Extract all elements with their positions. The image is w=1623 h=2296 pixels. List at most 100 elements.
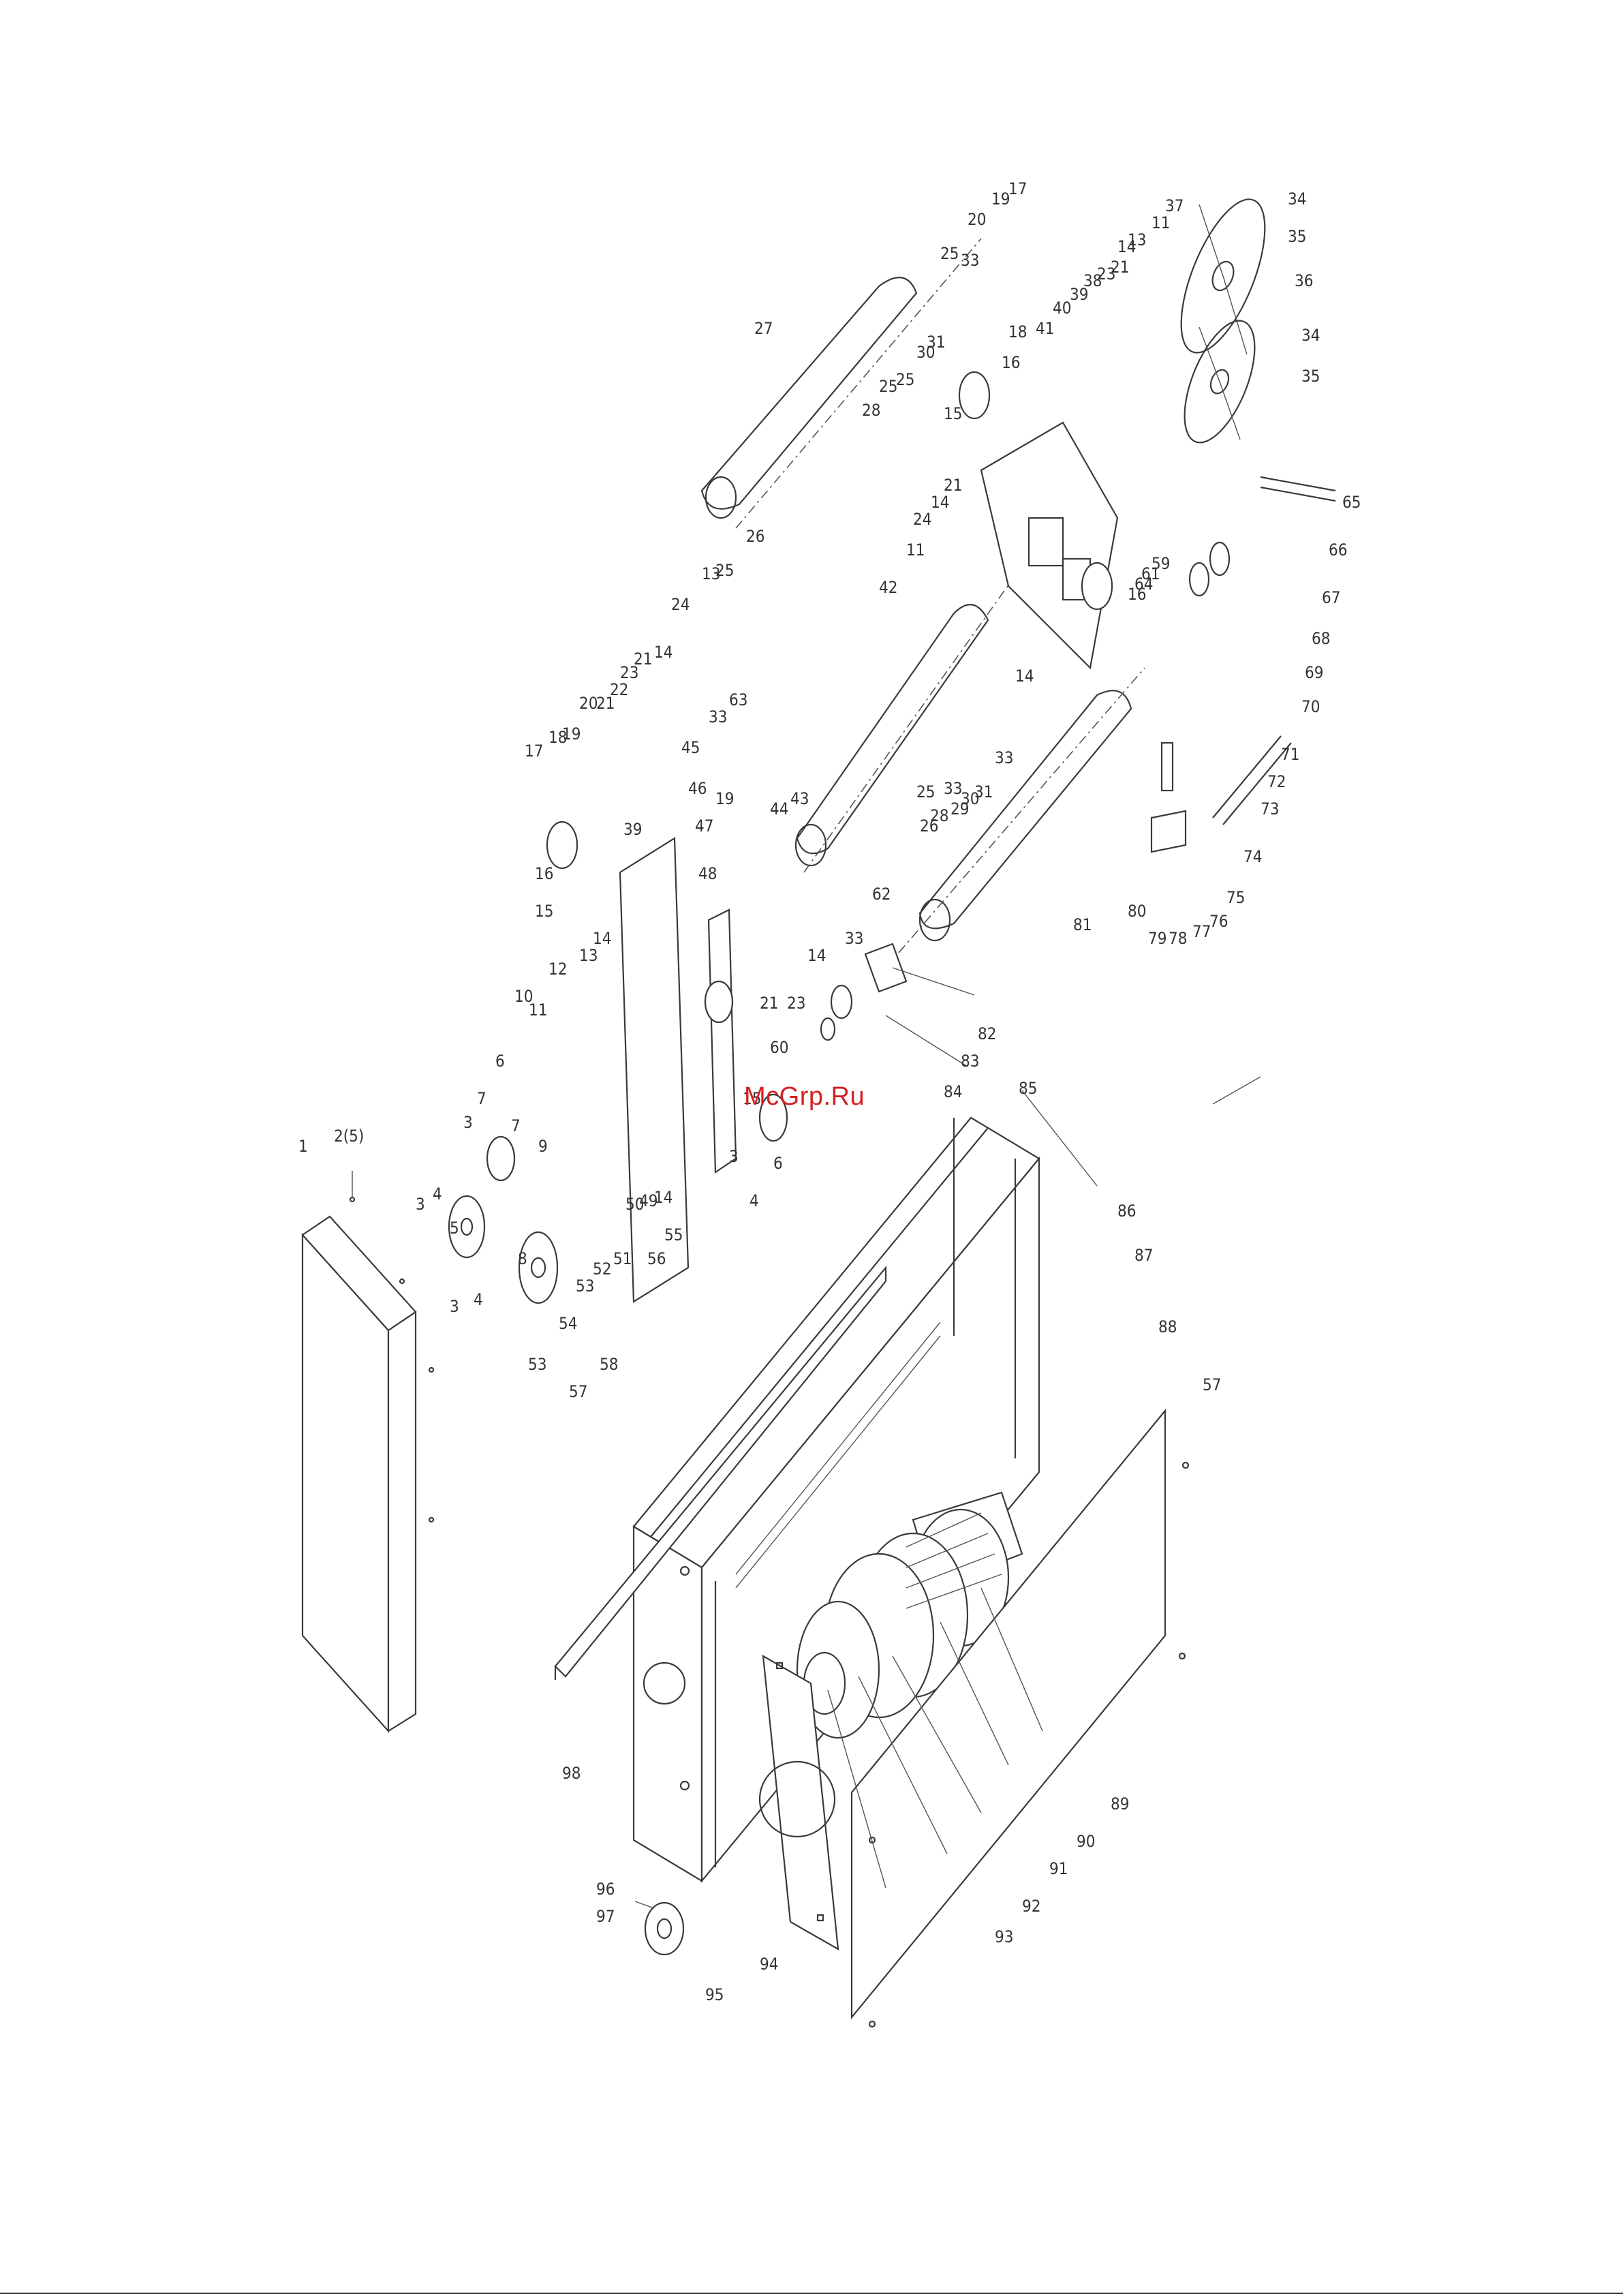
callout-79: 79: [1148, 929, 1166, 948]
callout-21e: 21: [760, 994, 778, 1013]
callout-3d: 3: [729, 1147, 739, 1166]
callout-50: 50: [625, 1195, 644, 1214]
callout-89: 89: [1111, 1794, 1129, 1813]
callout-57a: 57: [569, 1382, 587, 1401]
callout-35b: 35: [1301, 367, 1320, 386]
callout-95: 95: [705, 1985, 724, 2004]
callout-10: 10: [514, 987, 533, 1006]
callout-31a: 31: [927, 333, 945, 352]
callout-11a: 11: [529, 1000, 547, 1020]
callout-93: 93: [995, 1927, 1013, 1946]
callout-58: 58: [600, 1355, 618, 1374]
callout-9: 9: [538, 1137, 548, 1156]
callout-60: 60: [770, 1038, 788, 1057]
callout-33e: 33: [944, 779, 962, 798]
small-pulley: [634, 1901, 685, 1956]
callout-28b: 28: [930, 806, 948, 825]
callout-3a: 3: [416, 1195, 425, 1214]
callout-23c: 23: [787, 994, 805, 1013]
callout-21d: 21: [1111, 258, 1129, 277]
callout-59: 59: [1151, 554, 1170, 573]
callout-25a: 25: [715, 561, 734, 580]
callout-17a: 17: [525, 741, 543, 761]
callout-29: 29: [950, 799, 969, 818]
callout-53b: 53: [528, 1355, 546, 1374]
callout-19a: 19: [562, 724, 581, 744]
side-plate-left: [619, 837, 737, 1303]
callout-30a: 30: [916, 343, 935, 362]
callout-23a: 23: [620, 663, 638, 682]
callout-38: 38: [1083, 271, 1102, 290]
callout-53a: 53: [576, 1276, 594, 1296]
callout-27: 27: [754, 319, 773, 338]
callout-12: 12: [548, 960, 567, 979]
callout-57b: 57: [1203, 1375, 1221, 1394]
callout-8: 8: [518, 1249, 527, 1268]
callout-20a: 20: [579, 694, 598, 713]
callout-25d: 25: [940, 244, 959, 263]
callout-14a: 14: [593, 929, 611, 948]
callout-4c: 4: [749, 1191, 759, 1210]
callout-90: 90: [1077, 1832, 1095, 1851]
callout-3b: 3: [463, 1113, 473, 1132]
callout-86: 86: [1117, 1201, 1136, 1221]
callout-16c: 16: [1128, 585, 1146, 604]
callout-72: 72: [1267, 772, 1286, 791]
callout-48: 48: [698, 864, 717, 883]
callout-73: 73: [1261, 799, 1279, 818]
callout-33d: 33: [845, 929, 863, 948]
callout-26b: 26: [920, 816, 938, 836]
callout-47: 47: [695, 816, 713, 836]
callout-24b: 24: [913, 510, 931, 529]
callout-11c: 11: [1151, 213, 1170, 232]
callout-11b: 11: [906, 540, 925, 560]
callout-37: 37: [1165, 196, 1184, 215]
callout-21a: 21: [596, 694, 615, 713]
callout-64: 64: [1134, 575, 1153, 594]
callout-74: 74: [1243, 847, 1262, 866]
callout-92: 92: [1022, 1897, 1040, 1916]
callout-21b: 21: [634, 649, 652, 669]
callout-36: 36: [1295, 271, 1313, 290]
callout-85: 85: [1019, 1079, 1037, 1098]
callout-98: 98: [562, 1764, 581, 1783]
callout-51: 51: [613, 1249, 632, 1268]
callout-31b: 31: [974, 782, 993, 801]
callout-15b: 15: [944, 404, 962, 423]
callout-3c: 3: [450, 1297, 459, 1316]
callout-67: 67: [1322, 588, 1340, 607]
callout-34b: 34: [1301, 326, 1320, 345]
callout-52: 52: [593, 1259, 611, 1279]
callout-21c: 21: [944, 476, 962, 495]
motor-assembly: [796, 1491, 1023, 1739]
callout-54: 54: [559, 1314, 577, 1333]
callout-25e: 25: [916, 782, 935, 801]
bearing-block: [820, 943, 908, 1041]
callout-33b: 33: [709, 707, 727, 726]
callout-44: 44: [770, 799, 788, 818]
callout-63a: 63: [729, 690, 747, 709]
callout-65: 65: [1342, 493, 1361, 512]
gear-train-left: [448, 371, 1113, 1304]
callout-49: 49: [639, 1191, 658, 1210]
callout-6a: 6: [495, 1052, 505, 1071]
callout-17b: 17: [1008, 179, 1027, 198]
callout-18a: 18: [548, 728, 567, 747]
callout-35a: 35: [1288, 227, 1306, 246]
page-footer-rule: [0, 2293, 1623, 2294]
callout-88: 88: [1158, 1317, 1177, 1336]
callout-14b: 14: [654, 643, 673, 662]
callout-84: 84: [944, 1082, 962, 1101]
callout-71: 71: [1281, 745, 1299, 764]
callout-15a: 15: [535, 902, 553, 921]
callout-83: 83: [961, 1052, 979, 1071]
callout-87: 87: [1134, 1246, 1153, 1265]
callout-20b: 20: [968, 210, 986, 229]
callout-42: 42: [879, 578, 897, 597]
part-callouts: 1 2(5) 3 3 3 3 4 4 4 5 6 6 7 7 8 9 10 11…: [298, 179, 1361, 2004]
callout-14g: 14: [1117, 237, 1136, 256]
leader-lines: [827, 967, 1261, 1888]
callout-5: 5: [450, 1219, 459, 1238]
callout-14f: 14: [654, 1188, 673, 1207]
